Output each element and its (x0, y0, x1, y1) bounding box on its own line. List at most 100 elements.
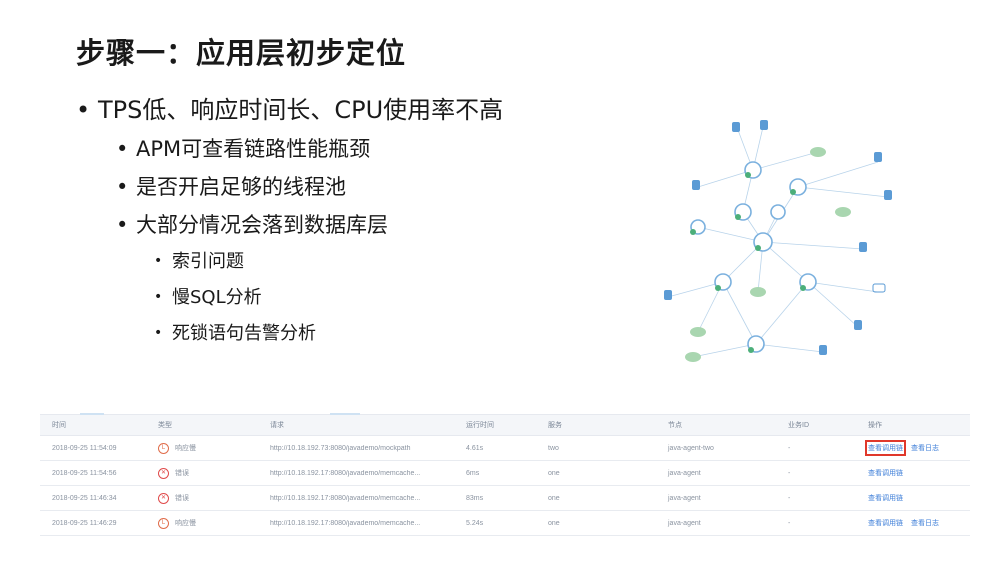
external-clouds (685, 147, 851, 362)
database-icon (760, 120, 768, 130)
database-icon (884, 190, 892, 200)
view-log-link[interactable]: 查看日志 (911, 445, 939, 452)
cloud-icon (810, 147, 826, 157)
header-request: 请求 (270, 422, 284, 429)
tab-indicator[interactable] (330, 404, 360, 415)
cell-type: L 响应慢 (158, 517, 270, 529)
type-label: 错误 (175, 470, 189, 477)
cell-type: ✕ 错误 (158, 492, 270, 504)
cell-time: 2018-09-25 11:54:56 (52, 469, 117, 477)
cell-actions: 查看调用链 查看日志 (865, 440, 970, 456)
bullet-dot-icon: • (154, 253, 163, 269)
clock-icon: L (158, 442, 169, 454)
topology-graph (664, 120, 892, 362)
type-label: 响应慢 (175, 520, 196, 527)
view-trace-link[interactable]: 查看调用链 (868, 495, 903, 502)
table-row: 2018-09-25 11:46:34 ✕错误 http://10.18.192… (40, 486, 970, 511)
bullet-dot-icon: • (116, 137, 129, 161)
queue-icon (872, 283, 886, 293)
database-nodes (664, 120, 892, 355)
cloud-icon (690, 327, 706, 337)
status-dot-icon (715, 285, 721, 291)
cell-duration: 5.24s (466, 519, 484, 527)
bullet-dot-icon: • (154, 325, 163, 341)
cell-node: java-agent-two (668, 444, 714, 452)
bullet-item: • APM可查看链路性能瓶颈 (116, 133, 503, 163)
cell-node: java-agent (668, 494, 701, 502)
cell-duration: 4.61s (466, 444, 484, 452)
header-biz-id: 业务ID (788, 422, 809, 429)
cell-actions: 查看调用链 (868, 468, 970, 478)
cloud-icon (685, 352, 701, 362)
bullet-dot-icon: • (154, 289, 163, 305)
cell-biz-id: - (788, 444, 791, 452)
cell-duration: 6ms (466, 469, 480, 477)
database-icon (819, 345, 827, 355)
cell-request: http://10.18.192.73:8080/javademo/mockpa… (270, 444, 411, 452)
tab-indicator[interactable] (80, 404, 104, 415)
cell-biz-id: - (788, 494, 791, 502)
bullet-list: •TPS低、响应时间长、CPU使用率不高 •APM可查看链路性能瓶颈 •是否开启… (76, 90, 503, 355)
bullet-item: • 大部分情况会落到数据库层 (116, 209, 503, 239)
bullet-text: 索引问题 (172, 251, 244, 272)
status-dot-icon (790, 189, 796, 195)
database-icon (732, 122, 740, 132)
bullet-dot-icon: • (116, 213, 129, 237)
database-icon (664, 290, 672, 300)
cell-biz-id: - (788, 469, 791, 477)
service-node-icon (770, 204, 786, 220)
clock-icon: L (158, 517, 169, 529)
type-label: 错误 (175, 495, 189, 502)
bullet-dot-icon: • (116, 175, 129, 199)
error-icon: ✕ (158, 467, 169, 479)
cell-type: ✕ 错误 (158, 467, 270, 479)
header-type: 类型 (158, 422, 172, 429)
database-icon (859, 242, 867, 252)
table-tab-bar (40, 404, 970, 415)
cell-biz-id: - (788, 519, 791, 527)
service-nodes (690, 161, 817, 353)
bullet-text: APM可查看链路性能瓶颈 (136, 137, 371, 161)
database-icon (692, 180, 700, 190)
bullet-text: 慢SQL分析 (172, 287, 262, 308)
table-row: 2018-09-25 11:54:56 ✕错误 http://10.18.192… (40, 461, 970, 486)
view-trace-link[interactable]: 查看调用链 (868, 470, 903, 477)
cell-time: 2018-09-25 11:46:29 (52, 519, 117, 527)
cell-node: java-agent (668, 519, 701, 527)
status-dot-icon (748, 347, 754, 353)
status-dot-icon (800, 285, 806, 291)
cell-service: one (548, 494, 560, 502)
status-dot-icon (735, 214, 741, 220)
slide-title: 步骤一：应用层初步定位 (76, 36, 407, 70)
status-dots (690, 172, 806, 353)
bullet-text: 死锁语句告警分析 (172, 323, 316, 344)
view-trace-link[interactable]: 查看调用链 (868, 520, 903, 527)
cell-time: 2018-09-25 11:46:34 (52, 494, 117, 502)
bullet-item: • 慢SQL分析 (154, 283, 503, 309)
cell-actions: 查看调用链 (868, 493, 970, 503)
header-time[interactable]: 时间 (52, 422, 66, 429)
status-dot-icon (745, 172, 751, 178)
cell-service: one (548, 519, 560, 527)
bullet-dot-icon: • (76, 96, 91, 124)
cell-duration: 83ms (466, 494, 484, 502)
bullet-item: • 索引问题 (154, 247, 503, 273)
header-actions: 操作 (868, 422, 882, 429)
status-dot-icon (690, 229, 696, 235)
table-header: 时间 类型 请求 运行时间 服务 节点 业务ID 操作 (40, 415, 970, 436)
status-dot-icon (755, 245, 761, 251)
view-trace-link[interactable]: 查看调用链 (865, 440, 906, 456)
header-node: 节点 (668, 422, 682, 429)
cell-service: one (548, 469, 560, 477)
cloud-icon (835, 207, 851, 217)
bullet-text: 大部分情况会落到数据库层 (136, 213, 388, 237)
cell-node: java-agent (668, 469, 701, 477)
cell-service: two (548, 444, 559, 452)
error-icon: ✕ (158, 492, 169, 504)
bullet-text: TPS低、响应时间长、CPU使用率不高 (98, 96, 504, 124)
view-log-link[interactable]: 查看日志 (911, 520, 939, 527)
database-icon (854, 320, 862, 330)
